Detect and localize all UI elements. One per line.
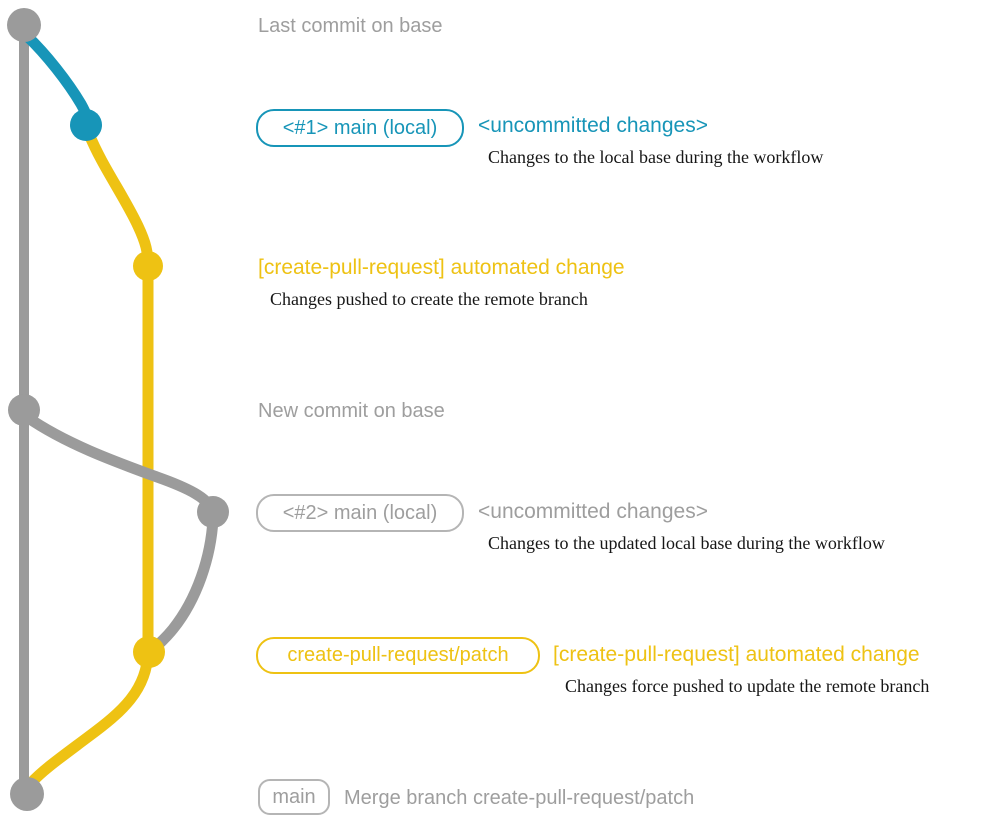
commit-node-patch-2 xyxy=(133,636,165,668)
updated-local-branch-line-in xyxy=(145,513,219,657)
commit1-description: Changes to the local base during the wor… xyxy=(488,147,824,167)
patch-branch-line xyxy=(25,128,154,789)
push2-description: Changes force pushed to update the remot… xyxy=(565,676,930,696)
updated-local-branch-line-out xyxy=(21,411,218,515)
commit-node-new-base xyxy=(8,394,40,426)
commit-node-merge xyxy=(10,777,44,811)
commit2-description: Changes to the updated local base during… xyxy=(488,533,885,553)
commit-node-last-base xyxy=(7,8,41,42)
uncommitted-changes-annotation-1: <uncommitted changes> xyxy=(478,114,708,137)
commit-node-local-1 xyxy=(70,109,102,141)
push1-description: Changes pushed to create the remote bran… xyxy=(270,289,588,309)
branch-badge-patch: create-pull-request/patch xyxy=(256,637,540,674)
automated-change-title-2: [create-pull-request] automated change xyxy=(553,643,920,666)
automated-change-title-1: [create-pull-request] automated change xyxy=(258,256,625,279)
branch-badge-main-local-1: <#1> main (local) xyxy=(256,109,464,147)
merge-commit-label: Merge branch create-pull-request/patch xyxy=(344,787,695,809)
commit-node-patch-1 xyxy=(133,251,163,281)
commit-node-local-2 xyxy=(197,496,229,528)
branch-badge-main-local-2: <#2> main (local) xyxy=(256,494,464,532)
uncommitted-changes-annotation-2: <uncommitted changes> xyxy=(478,500,708,523)
last-commit-label: Last commit on base xyxy=(258,15,443,37)
branch-badge-main: main xyxy=(258,779,330,815)
new-commit-label: New commit on base xyxy=(258,400,445,422)
